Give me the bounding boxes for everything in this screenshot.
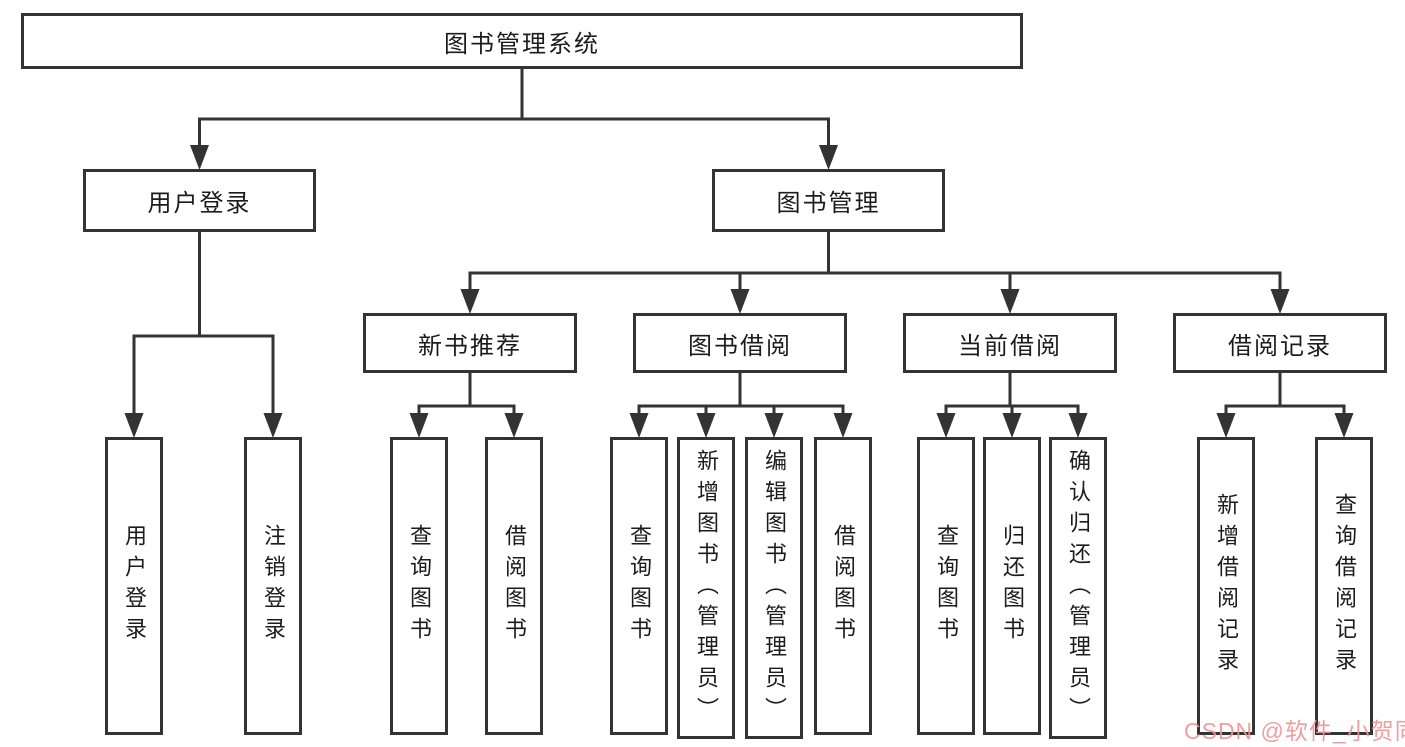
node-label: 查询图书 — [627, 524, 652, 648]
arrowhead-icon — [460, 289, 480, 314]
arrowhead-icon — [409, 413, 429, 438]
node-label: 图书借阅 — [688, 332, 792, 360]
node-label: 归还图书 — [1000, 524, 1025, 648]
arrowhead-icon — [629, 413, 649, 438]
node-label: 确认归还（管理员） — [1066, 448, 1091, 728]
arrowhead-icon — [263, 413, 283, 438]
node-cb-query: 查询图书 — [917, 437, 975, 735]
arrowhead-icon — [833, 413, 853, 438]
node-label: 编辑图书（管理员） — [762, 448, 787, 728]
arrowhead-icon — [1000, 289, 1020, 314]
arrowhead-icon — [1270, 289, 1290, 314]
node-label: 新增借阅记录 — [1214, 493, 1239, 679]
node-rec-query: 查询图书 — [390, 437, 448, 735]
arrowhead-icon — [696, 413, 716, 438]
node-logout: 注销登录 — [244, 437, 302, 735]
node-label: 查询图书 — [934, 524, 959, 648]
node-new-book-rec: 新书推荐 — [363, 313, 577, 373]
node-label: 借阅图书 — [831, 524, 856, 648]
node-root: 图书管理系统 — [21, 13, 1023, 69]
node-label: 用户登录 — [122, 524, 147, 648]
node-label: 查询借阅记录 — [1332, 493, 1357, 679]
node-bb-borrow: 借阅图书 — [814, 437, 872, 735]
arrowhead-icon — [730, 289, 750, 314]
node-br-query: 查询借阅记录 — [1315, 437, 1373, 735]
node-user-login: 用户登录 — [83, 169, 316, 232]
arrowhead-icon — [190, 145, 209, 170]
node-login: 用户登录 — [105, 437, 163, 735]
arrowhead-icon — [1216, 413, 1236, 438]
node-bb-query: 查询图书 — [610, 437, 668, 735]
arrowhead-icon — [936, 413, 956, 438]
arrowhead-icon — [1068, 413, 1088, 438]
node-label: 查询图书 — [407, 524, 432, 648]
node-rec-borrow: 借阅图书 — [485, 437, 543, 735]
node-cb-confirm: 确认归还（管理员） — [1049, 437, 1107, 739]
node-label: 新书推荐 — [418, 332, 522, 360]
node-bb-add: 新增图书（管理员） — [677, 437, 735, 739]
node-label: 图书管理 — [776, 190, 881, 217]
node-label: 注销登录 — [261, 524, 286, 648]
node-label: 用户登录 — [147, 190, 252, 217]
node-label: 借阅图书 — [502, 524, 527, 648]
node-book-borrow: 图书借阅 — [633, 313, 847, 373]
arrowhead-icon — [1334, 413, 1354, 438]
node-label: 新增图书（管理员） — [694, 448, 719, 728]
node-label: 借阅记录 — [1228, 332, 1332, 360]
node-current-borrow: 当前借阅 — [903, 313, 1117, 373]
arrowhead-icon — [504, 413, 524, 438]
node-book-mgmt: 图书管理 — [712, 169, 945, 232]
node-cb-return: 归还图书 — [983, 437, 1041, 735]
node-label: 当前借阅 — [958, 332, 1062, 360]
node-br-add: 新增借阅记录 — [1197, 437, 1255, 735]
node-bb-edit: 编辑图书（管理员） — [745, 437, 803, 739]
arrowhead-icon — [764, 413, 784, 438]
arrowhead-icon — [124, 413, 144, 438]
arrowhead-icon — [819, 145, 838, 170]
node-borrow-records: 借阅记录 — [1173, 313, 1387, 373]
arrowhead-icon — [1002, 413, 1022, 438]
node-label: 图书管理系统 — [444, 30, 600, 58]
